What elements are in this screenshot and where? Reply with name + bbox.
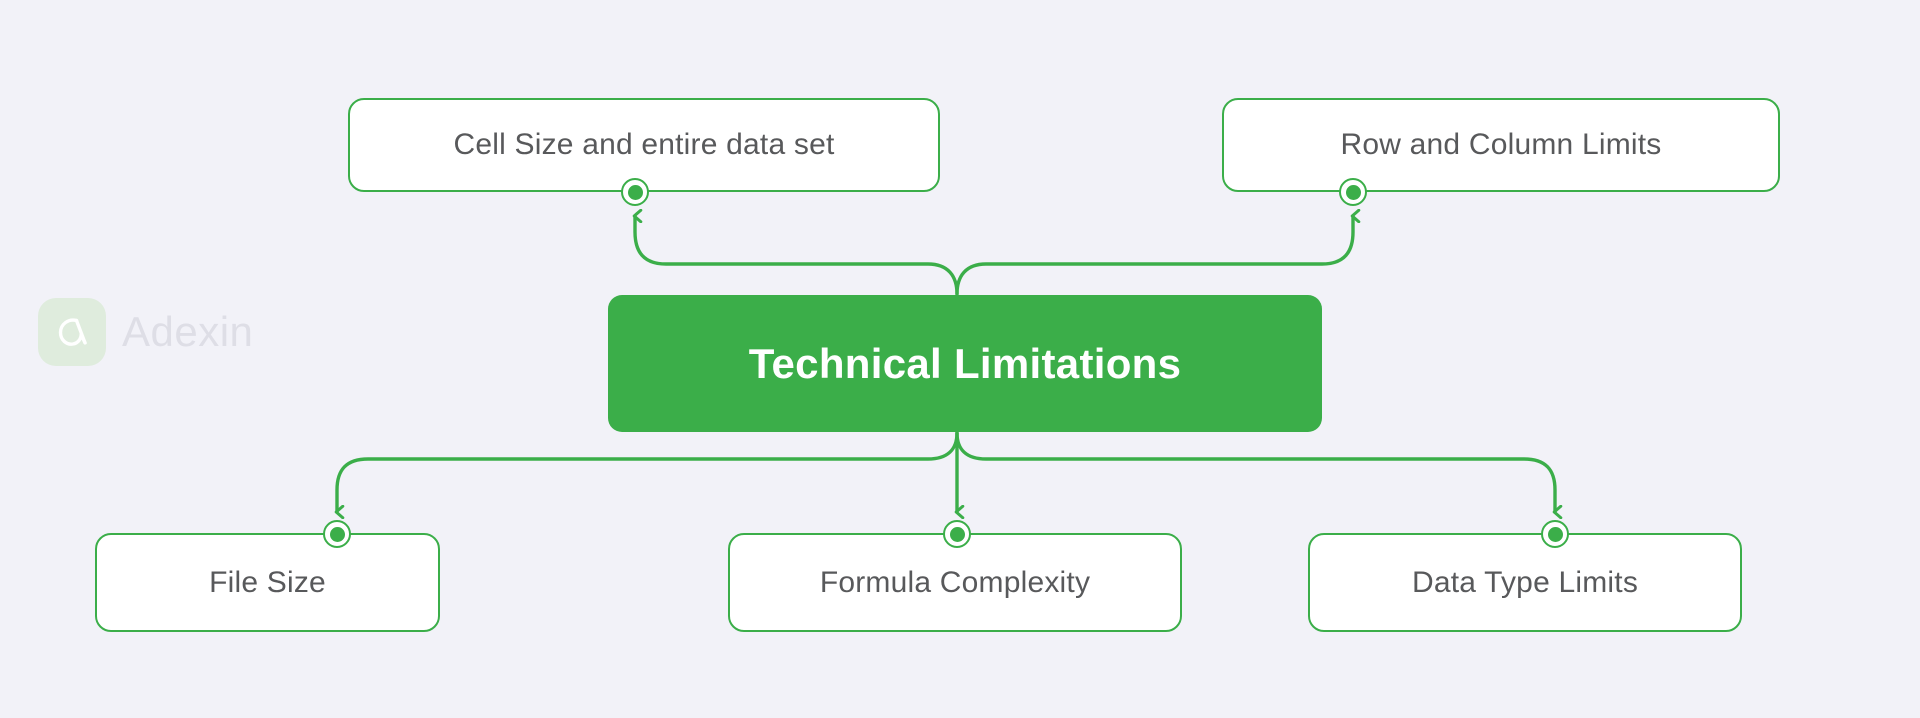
port-dot-cell-size — [621, 178, 649, 206]
node-label: Row and Column Limits — [1340, 128, 1662, 161]
port-dot-data-type-limits — [1541, 520, 1569, 548]
node-data-type-limits[interactable]: Data Type Limits — [1308, 533, 1742, 632]
edge-root-to-cell-size — [635, 216, 959, 296]
node-formula-complexity[interactable]: Formula Complexity — [728, 533, 1182, 632]
node-label: Data Type Limits — [1411, 565, 1639, 599]
adexin-swirl-logo-icon — [38, 298, 106, 366]
edge-root-to-data-type-limits — [955, 431, 1555, 512]
node-file-size[interactable]: File Size — [95, 533, 440, 632]
adexin-logo: Adexin — [38, 298, 253, 366]
node-row-and-column-limits[interactable]: Row and Column Limits — [1222, 98, 1780, 192]
edge-root-to-file-size — [337, 431, 959, 512]
edge-root-to-row-column — [955, 216, 1353, 296]
node-label: Cell Size and entire data set — [453, 128, 835, 161]
node-technical-limitations-root[interactable]: Technical Limitations — [608, 295, 1322, 432]
node-cell-size-and-entire-data-set[interactable]: Cell Size and entire data set — [348, 98, 940, 192]
node-label: File Size — [209, 565, 326, 599]
port-dot-file-size — [323, 520, 351, 548]
node-label: Formula Complexity — [819, 565, 1091, 599]
port-dot-formula-complexity — [943, 520, 971, 548]
root-label: Technical Limitations — [748, 339, 1182, 387]
adexin-wordmark: Adexin — [122, 308, 254, 355]
port-dot-row-column — [1339, 178, 1367, 206]
